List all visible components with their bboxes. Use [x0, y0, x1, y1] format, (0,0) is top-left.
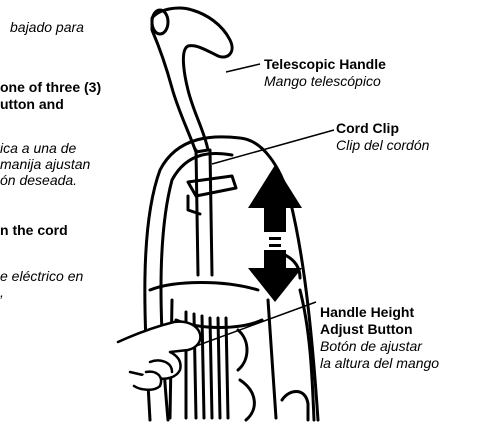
left-text-line-2: one of three (3) [0, 79, 102, 95]
hand-illustration [116, 320, 202, 380]
handle-grip [150, 6, 234, 154]
telescopic-handle-callout: Telescopic Handle Mango telescópico [264, 56, 386, 90]
left-text-line-6: ón deseada. [0, 172, 78, 188]
telescopic-leader-line [225, 63, 261, 73]
left-text-line-4: ica a una de [0, 140, 77, 156]
handle-height-label-en-1: Handle Height [320, 304, 415, 320]
handle-height-callout: Handle Height Adjust Button Botón de aju… [320, 304, 439, 372]
handle-height-label-es-2: la altura del mango [320, 355, 440, 371]
vacuum-body-outline [143, 135, 320, 422]
left-text-line-9: , [0, 284, 4, 300]
telescopic-handle-label-es: Mango telescópico [264, 73, 381, 89]
handle-height-leader-line [195, 301, 317, 347]
left-text-line-1: bajado para [10, 19, 84, 35]
cord-clip [186, 174, 238, 198]
cord-clip-callout: Cord Clip Clip del cordón [336, 120, 429, 154]
cord-clip-label-en: Cord Clip [336, 120, 399, 136]
left-text-line-8: e eléctrico en [0, 268, 84, 284]
left-text-line-5: manija ajustan [0, 156, 91, 172]
handle-height-label-es-1: Botón de ajustar [320, 338, 422, 354]
handle-height-label-en-2: Adjust Button [320, 321, 413, 337]
left-text-line-3: utton and [0, 96, 64, 112]
cord-clip-label-es: Clip del cordón [336, 137, 430, 153]
left-text-line-7: n the cord [0, 222, 68, 238]
up-down-arrow-icon [248, 165, 302, 302]
telescopic-handle-label-en: Telescopic Handle [264, 56, 386, 72]
cord-clip-leader-line [211, 129, 335, 165]
